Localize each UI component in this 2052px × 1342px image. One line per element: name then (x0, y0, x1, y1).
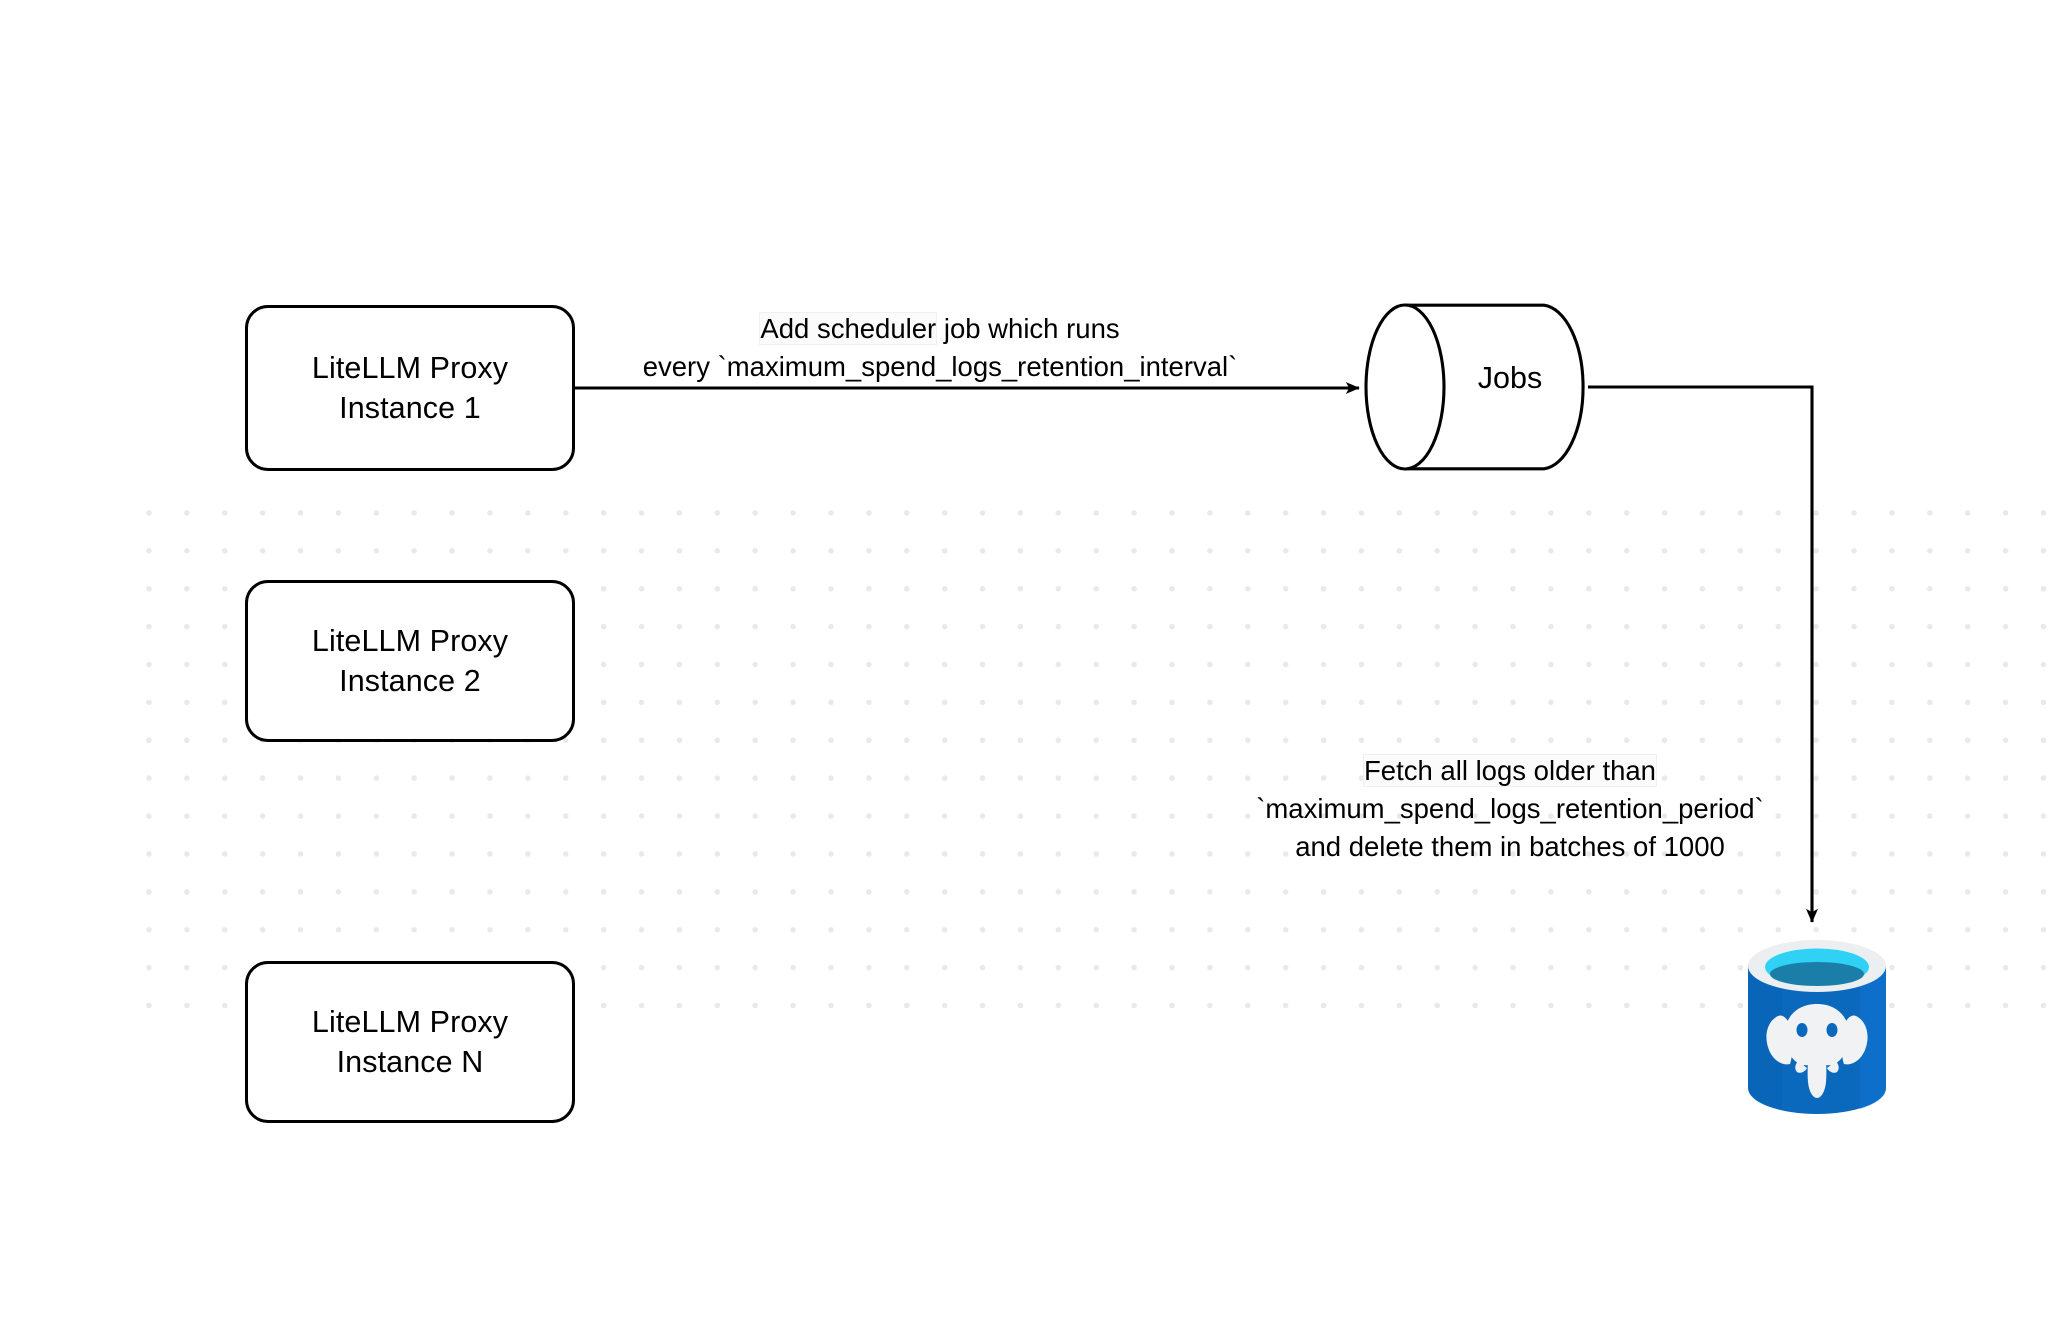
node-litellm-proxy-instance-n[interactable]: LiteLLM Proxy Instance N (245, 961, 575, 1123)
edge-label-fetch-line2: `maximum_spend_logs_retention_period` (1256, 792, 1764, 824)
node-label-line2: Instance N (336, 1045, 484, 1079)
node-litellm-proxy-instance-2[interactable]: LiteLLM Proxy Instance 2 (245, 580, 575, 742)
edge-label-fetch: Fetch all logs older than `maximum_spend… (1220, 752, 1800, 866)
edge-label-scheduler-line1: Add scheduler job which runs (560, 310, 1320, 348)
node-jobs-label: Jobs (1477, 361, 1543, 395)
edge-label-fetch-line1: Fetch all logs older than (1220, 752, 1800, 790)
node-label-line1: LiteLLM Proxy (311, 1004, 509, 1039)
node-label-line1: LiteLLM Proxy (311, 350, 509, 385)
postgres-elephant-glyph (1766, 1004, 1868, 1098)
node-jobs-queue[interactable] (1364, 303, 1588, 471)
edge-label-scheduler-highlight: Add scheduler (760, 313, 937, 344)
edge-label-scheduler-line2: every `maximum_spend_logs_retention_inte… (642, 350, 1238, 382)
node-label-line1: LiteLLM Proxy (311, 623, 509, 658)
edge-label-scheduler: Add scheduler job which runs every `maxi… (560, 310, 1320, 386)
node-label-line2: Instance 2 (339, 664, 481, 698)
node-label-line2: Instance 1 (339, 391, 481, 425)
edge-label-fetch-line3: and delete them in batches of 1000 (1295, 830, 1725, 862)
jobs-cylinder-icon (1364, 303, 1585, 471)
postgres-elephant-eyes (1796, 1023, 1838, 1037)
node-postgres-database[interactable] (1742, 938, 1892, 1123)
postgresql-database-icon (1748, 940, 1887, 1114)
edge-label-scheduler-line1-rest: job which runs (936, 313, 1120, 344)
node-litellm-proxy-instance-1[interactable]: LiteLLM Proxy Instance 1 (245, 305, 575, 471)
edge-label-fetch-highlight: Fetch all logs older than (1364, 755, 1656, 786)
